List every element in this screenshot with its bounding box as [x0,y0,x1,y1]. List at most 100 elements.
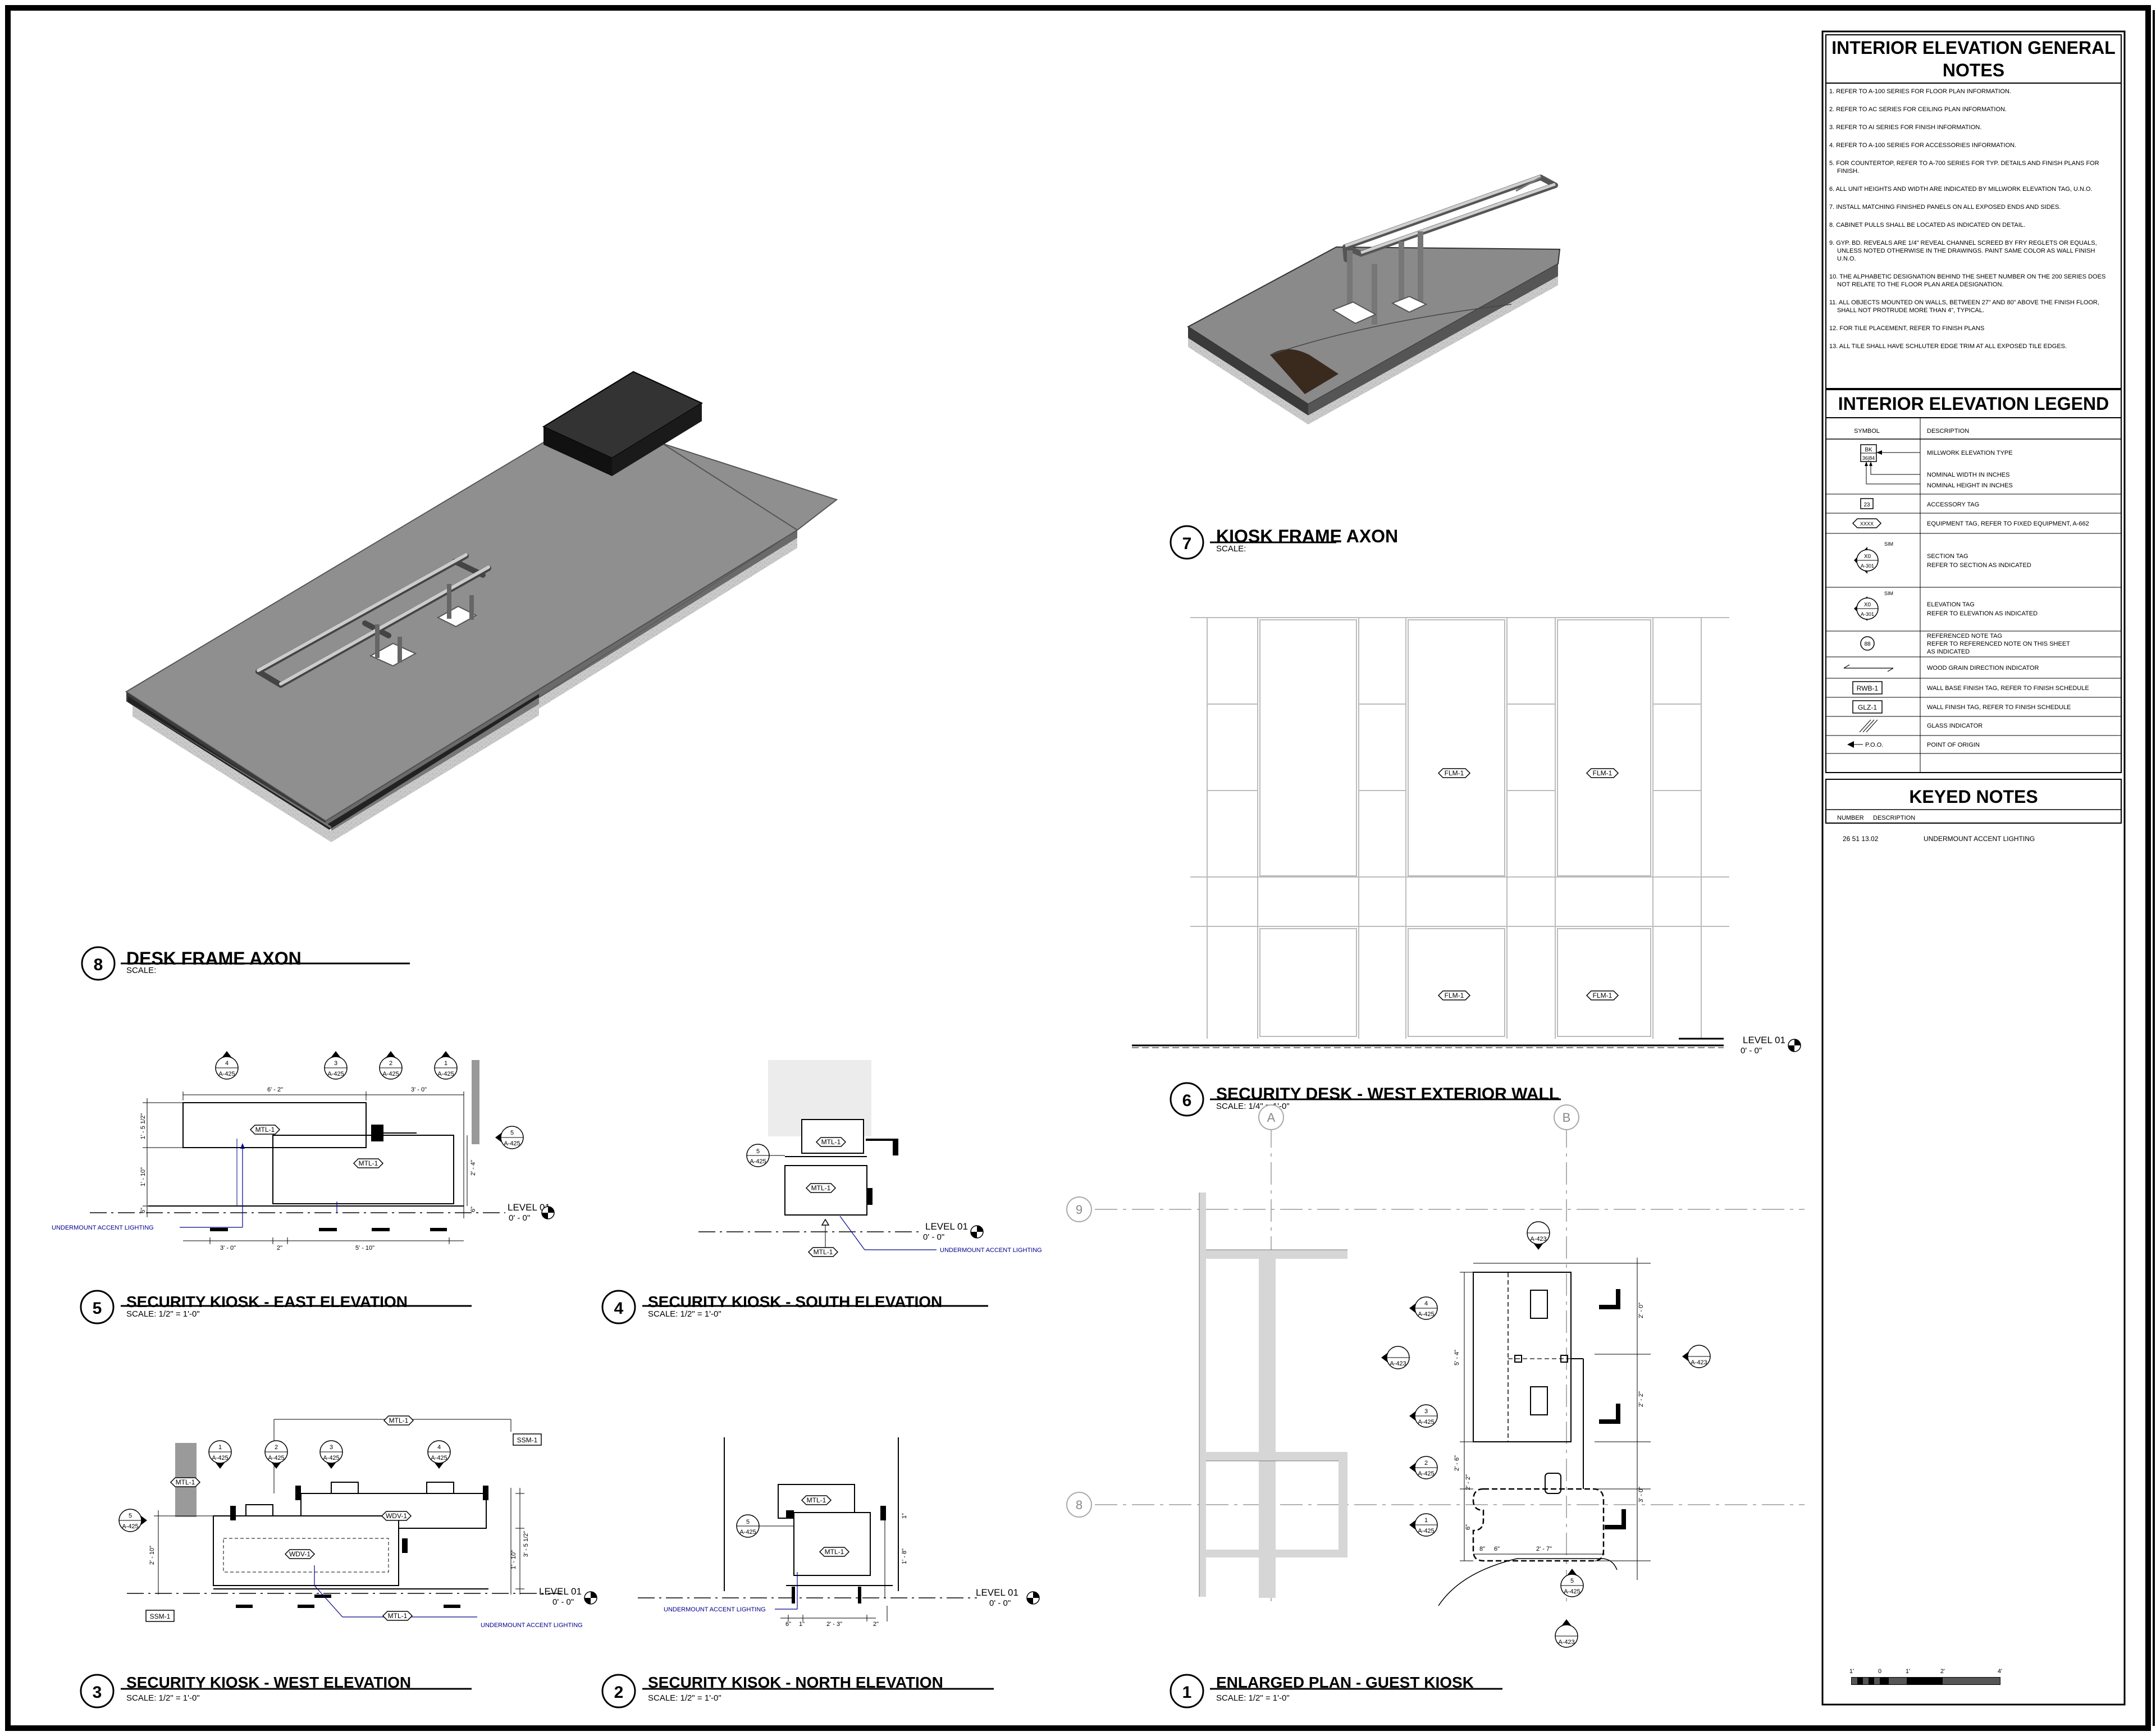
svg-text:FLM-1: FLM-1 [1445,769,1464,777]
general-note-line: 12. FOR TILE PLACEMENT, REFER TO FINISH … [1829,325,1984,332]
svg-text:23: 23 [1863,502,1870,508]
keyed-col-number: NUMBER [1837,815,1864,821]
svg-text:2": 2" [277,1245,282,1251]
view-7-title: 7 KIOSK FRAME AXON SCALE: [1170,525,1398,560]
svg-text:1': 1' [1849,1668,1854,1675]
svg-text:5: 5 [129,1513,132,1519]
svg-text:A-425: A-425 [268,1455,284,1461]
svg-text:6: 6 [1182,1091,1192,1110]
svg-text:RWB-1: RWB-1 [1857,684,1879,692]
elevation-tag: 5A-425 [1560,1569,1584,1597]
west-elevation-labels: MTL-1 MTL-1 WDV-1 WDV-1 MTL-1 SSM-1 SSM-… [145,1415,583,1629]
svg-text:2: 2 [614,1683,624,1702]
north-elevation-labels: MTL-1 MTL-1 UNDERMOUNT ACCENT LIGHTING 6… [664,1495,908,1628]
legend-section-ref: REFER TO SECTION AS INDICATED [1927,562,2031,569]
elevation-tag: 1A-425 [434,1051,458,1080]
svg-text:A-425: A-425 [1564,1588,1580,1595]
legend-accessory-desc: ACCESSORY TAG [1927,501,1979,508]
svg-text:5' - 4": 5' - 4" [1454,1350,1460,1365]
svg-text:MTL-1: MTL-1 [359,1159,378,1167]
elevation-tag: A-423 [1555,1619,1578,1648]
svg-text:0' - 0": 0' - 0" [923,1232,944,1242]
svg-text:4: 4 [614,1299,624,1318]
general-note-line: 7. INSTALL MATCHING FINISHED PANELS ON A… [1829,204,2061,211]
general-note-line: 3. REFER TO AI SERIES FOR FINISH INFORMA… [1829,124,1981,131]
south-accent-lighting-note: UNDERMOUNT ACCENT LIGHTING [940,1247,1042,1254]
svg-text:SIM: SIM [1884,591,1893,596]
svg-text:SCALE: 1/2" = 1'-0": SCALE: 1/2" = 1'-0" [1216,1693,1290,1703]
general-note-line: FINISH. [1837,168,1859,175]
east-elevation [90,1060,505,1244]
keyed-row-number: 26 51 13.02 [1843,835,1879,843]
svg-text:0' - 0": 0' - 0" [1741,1046,1762,1056]
flm-tag-1: FLM-1 [1437,768,1471,778]
level-marker-6: LEVEL 01 0' - 0" [1741,1035,1801,1056]
svg-text:SECURITY KIOSK - SOUTH ELEVATI: SECURITY KIOSK - SOUTH ELEVATION [648,1293,942,1310]
svg-text:MTL-1: MTL-1 [389,1417,409,1424]
section-tag-symbol: X0 A-301 SIM [1854,541,1893,574]
svg-text:1' - 8": 1' - 8" [901,1548,908,1564]
svg-text:SIM: SIM [1884,541,1893,547]
svg-text:5' - 10": 5' - 10" [355,1245,374,1251]
svg-text:5: 5 [756,1148,760,1155]
legend-millwork-width: NOMINAL WIDTH IN INCHES [1927,472,2010,478]
elevation-tag: A-423 [1381,1346,1410,1369]
north-elevation-section-tag: 5 A-425 [736,1514,794,1538]
sheet-border [5,5,2151,1731]
svg-text:8": 8" [1479,1546,1485,1552]
general-notes-panel: INTERIOR ELEVATION GENERAL NOTES 1. REFE… [1821,30,2126,1706]
general-note-line: 6. ALL UNIT HEIGHTS AND WIDTH ARE INDICA… [1829,186,2093,193]
west-elevation [127,1419,561,1618]
elevation-tag: 1A-425 [1409,1513,1438,1537]
svg-text:8: 8 [94,956,103,974]
legend-col-description: DESCRIPTION [1927,428,1969,435]
svg-text:B: B [1563,1111,1571,1125]
svg-text:1' - 10": 1' - 10" [510,1550,517,1569]
east-elevation-tags: MTL-1 MTL-1 [236,1125,384,1206]
general-note-line: 1. REFER TO A-100 SERIES FOR FLOOR PLAN … [1829,88,2011,95]
svg-text:1: 1 [218,1444,222,1451]
svg-text:7: 7 [1182,534,1192,553]
svg-text:A-425: A-425 [122,1523,138,1530]
svg-text:P.O.O.: P.O.O. [1865,742,1883,748]
general-note-line: 8. CABINET PULLS SHALL BE LOCATED AS IND… [1829,222,2025,229]
svg-text:1': 1' [1906,1668,1910,1675]
svg-text:BK: BK [1865,447,1872,453]
svg-text:A-425: A-425 [1418,1419,1434,1426]
svg-text:A-423: A-423 [1530,1236,1546,1242]
view-4-title: 4 SECURITY KIOSK - SOUTH ELEVATION SCALE… [601,1290,988,1324]
west-accent-lighting-note: UNDERMOUNT ACCENT LIGHTING [481,1622,583,1629]
level-marker-2: LEVEL 01 0' - 0" [976,1587,1040,1608]
elevation-tag: 5A-425 [118,1509,147,1532]
svg-text:FLM-1: FLM-1 [1593,769,1613,777]
elevation-tag: A-423 [1527,1221,1550,1250]
general-notes-title-2: NOTES [1943,60,2004,80]
svg-text:A-301: A-301 [1861,611,1874,617]
north-accent-lighting-note: UNDERMOUNT ACCENT LIGHTING [664,1606,766,1613]
legend-millwork-desc: MILLWORK ELEVATION TYPE [1927,450,2013,456]
svg-text:X0: X0 [1864,602,1871,608]
legend-rwb-desc: WALL BASE FINISH TAG, REFER TO FINISH SC… [1927,685,2089,692]
general-note-line: 9. GYP. BD. REVEALS ARE 1/4" REVEAL CHAN… [1829,240,2097,246]
wall-base-tag-symbol: RWB-1 [1852,681,1883,695]
svg-text:FLM-1: FLM-1 [1445,992,1464,999]
grid-bubble-8: 8 [1066,1492,1092,1518]
svg-text:A-425: A-425 [504,1140,520,1147]
graphic-scale-bar: 1' 0 1' 2' 4' [1849,1668,2002,1685]
legend-glz-desc: WALL FINISH TAG, REFER TO FINISH SCHEDUL… [1927,704,2071,711]
keyed-notes-title: KEYED NOTES [1909,787,2038,807]
svg-text:2' - 7": 2' - 7" [1536,1546,1552,1552]
svg-text:6": 6" [1494,1546,1500,1552]
elevation-tag: 3A-425 [1409,1404,1438,1428]
east-elevation-labels: 6' - 2" 3' - 0" 3' - 0" 2" 5' - 10" 1' -… [52,1086,477,1251]
enlarged-plan-labels: 2' - 0" 2' - 2" 3' - 0" 5' - 4" 2' - 6" … [1454,1303,1645,1552]
legend-section-desc: SECTION TAG [1927,553,1968,560]
svg-text:2: 2 [275,1444,278,1451]
svg-text:FLM-1: FLM-1 [1593,992,1613,999]
svg-text:6": 6" [140,1208,147,1213]
svg-text:3' - 0": 3' - 0" [411,1086,427,1093]
svg-text:4: 4 [437,1444,441,1451]
svg-text:LEVEL 01: LEVEL 01 [925,1221,968,1232]
svg-text:GLZ-1: GLZ-1 [1858,703,1877,711]
